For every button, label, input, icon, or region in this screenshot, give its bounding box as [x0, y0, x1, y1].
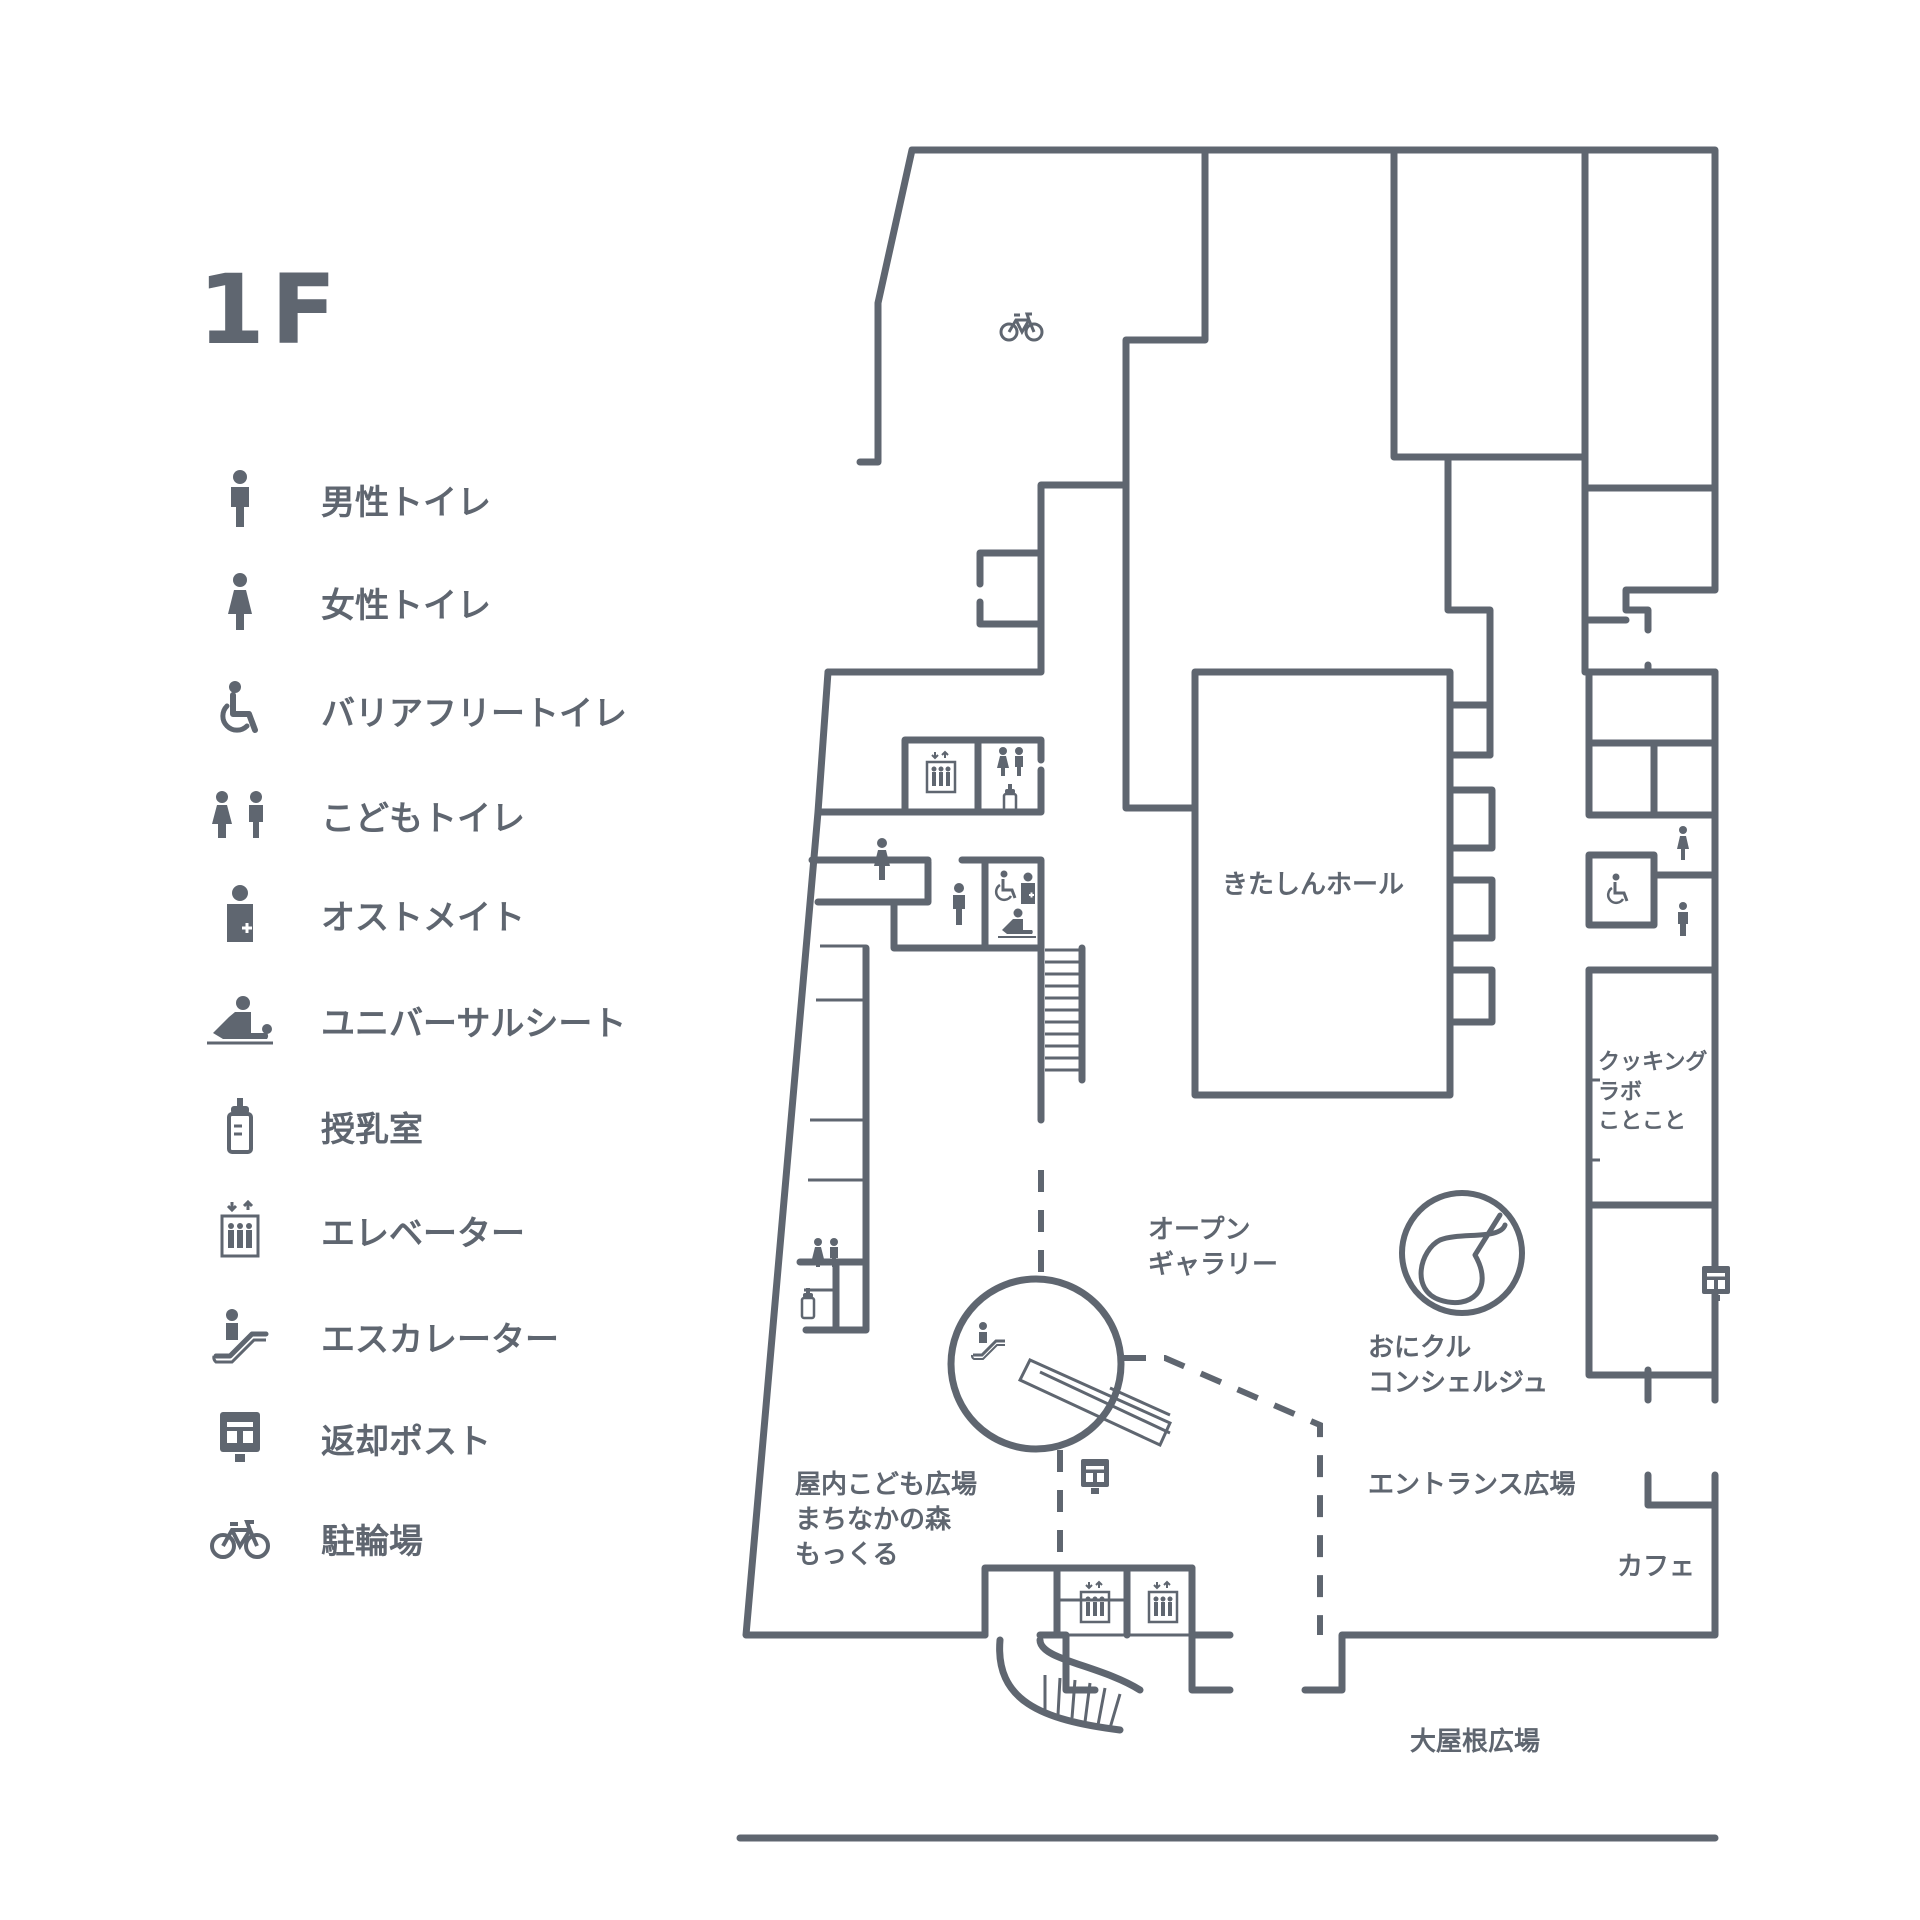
kids-toilet-icon: [997, 747, 1023, 776]
stairs: [1045, 948, 1080, 1072]
legend-item-ostomate: オストメイト: [205, 884, 525, 944]
room-label-gallery: オープン ギャラリー: [1148, 1215, 1279, 1281]
legend-label: オストメイト: [321, 897, 525, 938]
kids-toilet-icon: [205, 785, 275, 845]
kids-toilet-icon: [812, 1238, 838, 1267]
nursing-room-icon: [1002, 784, 1018, 816]
male-toilet-icon: [1678, 902, 1688, 936]
barrier-free-toilet-icon: [1606, 873, 1629, 905]
legend-label: 駐輪場: [321, 1521, 423, 1562]
legend-label: 女性トイレ: [321, 585, 491, 626]
dashed-paths: [1038, 1170, 1323, 1635]
ostomate-icon: [205, 884, 275, 944]
legend-item-universal-sheet: ユニバーサルシート: [205, 990, 626, 1050]
legend-item-male-toilet: 男性トイレ: [205, 469, 491, 529]
universal-sheet-icon: [998, 908, 1036, 938]
escalator-icon: [205, 1306, 275, 1366]
female-toilet-icon: [1677, 826, 1689, 860]
legend-item-kids-toilet: こどもトイレ: [205, 785, 525, 845]
room-label-roof-plaza: 大屋根広場: [1410, 1727, 1541, 1757]
return-post-icon: [1081, 1459, 1109, 1494]
floor-plan-walls: [742, 146, 1719, 1694]
female-toilet-icon: [874, 838, 890, 880]
legend-item-barrier-free-toilet: バリアフリートイレ: [205, 680, 627, 740]
male-toilet-icon: [205, 469, 275, 529]
interior-thin-lines: [804, 944, 1600, 1637]
elevator-icon: [925, 750, 957, 794]
room-label-hall: きたしんホール: [1222, 870, 1405, 900]
legend-item-female-toilet: 女性トイレ: [205, 572, 491, 632]
elevator-icon: [1079, 1580, 1111, 1624]
legend-item-elevator: エレベーター: [205, 1200, 525, 1260]
legend-label: エレベーター: [321, 1213, 525, 1254]
bicycle-parking-icon: [999, 312, 1044, 342]
male-toilet-icon: [953, 883, 965, 925]
elevator-icon: [1147, 1580, 1179, 1624]
female-toilet-icon: [205, 572, 275, 632]
room-label-entrance: エントランス広場: [1368, 1470, 1576, 1500]
room-label-kids-plaza: 屋内こども広場 まちなかの森 もっくる: [795, 1470, 978, 1571]
bicycle-parking-icon: [205, 1508, 275, 1568]
legend-item-bicycle-parking: 駐輪場: [205, 1508, 423, 1568]
ostomate-icon: [1021, 872, 1035, 904]
legend-label: こどもトイレ: [321, 798, 525, 839]
room-label-concierge: おにクル コンシェルジュ: [1368, 1333, 1549, 1399]
legend-item-nursing-room: 授乳室: [205, 1096, 423, 1156]
universal-sheet-icon: [205, 990, 275, 1050]
barrier-free-toilet-icon: [994, 870, 1017, 902]
barrier-free-toilet-icon: [205, 680, 275, 740]
room-label-cooking: クッキング ラボ ことこと: [1598, 1050, 1708, 1135]
return-post-icon: [1702, 1266, 1730, 1301]
concierge-counter: [1399, 1190, 1525, 1316]
escalator-icon: [970, 1322, 1005, 1360]
return-post-icon: [205, 1408, 275, 1468]
legend-label: 返却ポスト: [321, 1421, 491, 1462]
nursing-room-icon: [800, 1288, 816, 1320]
floor-label: 1F: [198, 254, 343, 366]
legend-item-return-post: 返却ポスト: [205, 1408, 491, 1468]
legend-item-escalator: エスカレーター: [205, 1306, 559, 1366]
escalator-area: [947, 1275, 1172, 1453]
spiral-stairs: [996, 1636, 1144, 1734]
legend-label: バリアフリートイレ: [321, 693, 627, 734]
room-label-cafe: カフェ: [1617, 1552, 1696, 1582]
nursing-room-icon: [205, 1096, 275, 1156]
elevator-icon: [205, 1200, 275, 1260]
legend-label: ユニバーサルシート: [321, 1003, 627, 1044]
legend-label: 男性トイレ: [321, 482, 491, 523]
legend-label: 授乳室: [321, 1109, 423, 1150]
legend-label: エスカレーター: [321, 1319, 559, 1360]
